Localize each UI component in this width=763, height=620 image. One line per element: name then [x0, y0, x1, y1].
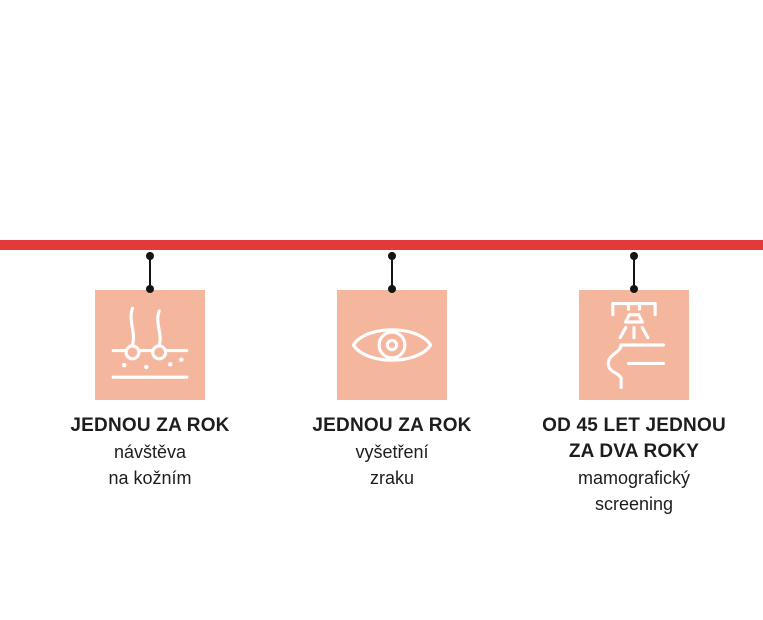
item-title: ZA DVA ROKY [568, 441, 700, 462]
caption: OD 45 LET JEDNOU ZA DVA ROKY mamografick… [509, 413, 759, 517]
connector-stem [149, 252, 151, 290]
connector-dot-top [146, 252, 154, 260]
connector-dot-top [630, 252, 638, 260]
caption: JEDNOU ZA ROK vyšetření zraku [267, 413, 517, 491]
connector-stem [633, 252, 635, 290]
item-title: JEDNOU ZA ROK [70, 415, 230, 436]
connector-dot-bottom [388, 285, 396, 293]
item-body-line: návštěva [113, 442, 187, 462]
connector-dot-bottom [146, 285, 154, 293]
timeline-item-eye-exam: JEDNOU ZA ROK vyšetření zraku [312, 252, 471, 491]
icon-tile [579, 290, 689, 400]
item-body-line: mamografický [577, 468, 691, 488]
connector-dot-bottom [630, 285, 638, 293]
timeline-item-dermatology: JEDNOU ZA ROK návštěva na kožním [70, 252, 229, 491]
icon-tile [337, 290, 447, 400]
skin-dermatology-icon [111, 306, 189, 379]
caption: JEDNOU ZA ROK návštěva na kožním [25, 413, 275, 491]
item-body-line: zraku [369, 468, 414, 488]
connector-dot-top [388, 252, 396, 260]
eye-icon [351, 328, 433, 362]
mammography-icon [606, 302, 666, 389]
item-body-line: screening [594, 494, 674, 514]
item-body-line: vyšetření [355, 442, 429, 462]
icon-tile [95, 290, 205, 400]
item-body-line: na kožním [108, 468, 192, 488]
connector-stem [391, 252, 393, 290]
item-title: JEDNOU ZA ROK [312, 415, 472, 436]
timeline-bar [0, 240, 763, 250]
item-title: OD 45 LET JEDNOU [542, 415, 726, 436]
timeline-item-mammography: OD 45 LET JEDNOU ZA DVA ROKY mamografick… [542, 252, 726, 517]
